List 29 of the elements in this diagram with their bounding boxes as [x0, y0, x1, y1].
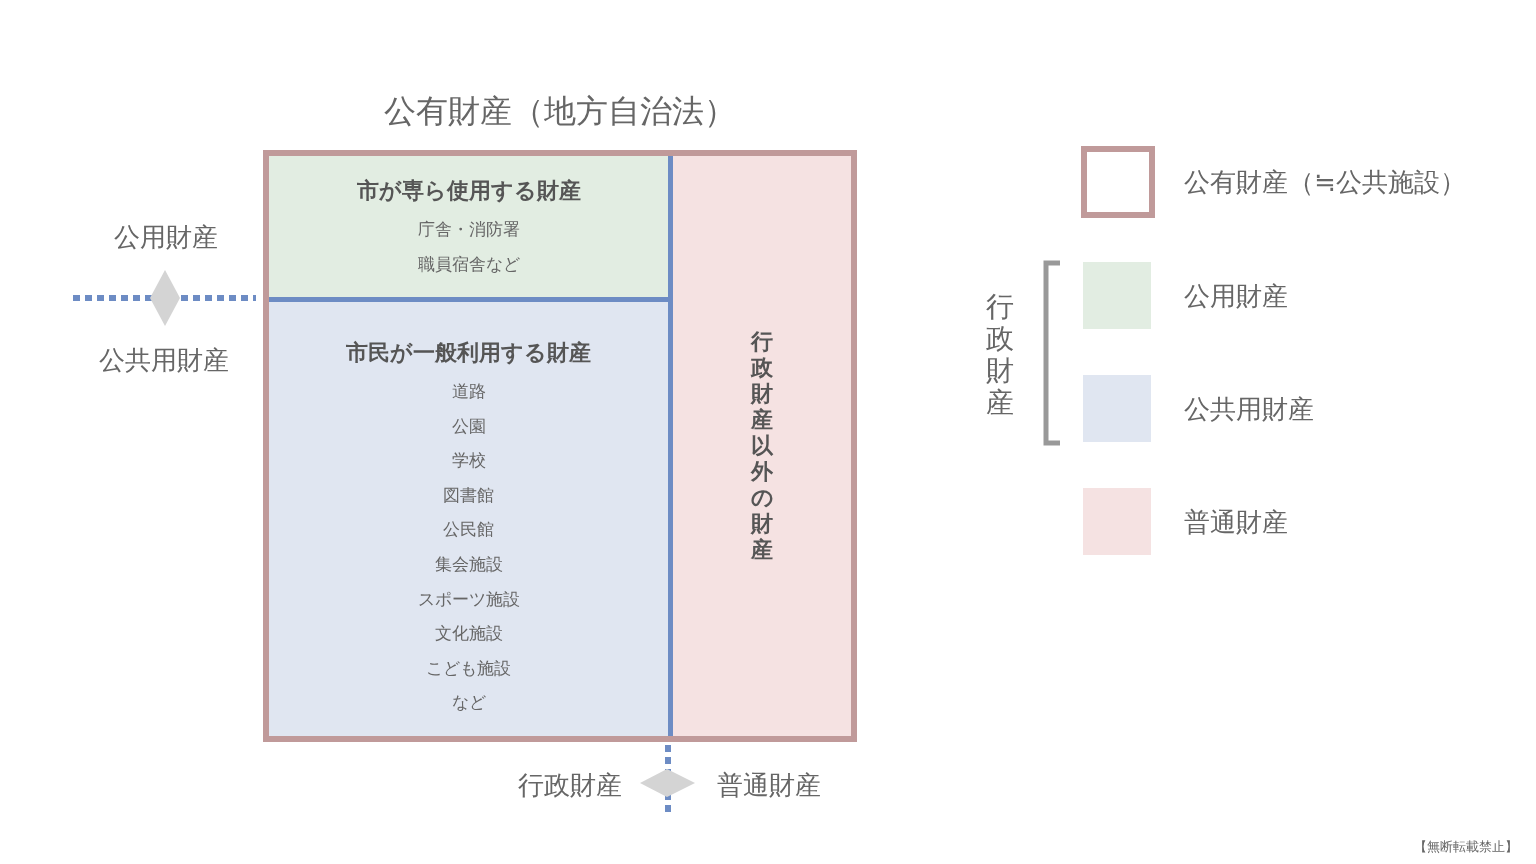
- copyright-note: 【無断転載禁止】: [1414, 838, 1518, 856]
- list-item: 図書館: [443, 483, 494, 507]
- divider-label: 公用財産: [114, 220, 218, 254]
- box-heading: 市民が一般利用する財産: [346, 339, 591, 367]
- legend-text: 普通財産: [1184, 505, 1288, 539]
- legend-text: 公有財産（≒公共施設）: [1184, 165, 1466, 199]
- divider-label: 普通財産: [717, 768, 821, 802]
- list-item: 道路: [451, 380, 486, 403]
- divider-label: 行政財産: [518, 768, 622, 802]
- list-item: こども施設: [426, 656, 511, 680]
- category-box: [673, 156, 851, 736]
- category-box: [269, 156, 668, 297]
- list-item: スポーツ施設: [417, 587, 520, 611]
- box-heading: 市が専ら使用する財産: [356, 177, 581, 205]
- divider-label: 公共用財産: [99, 343, 229, 377]
- list-item: など: [451, 691, 486, 715]
- category-box: [269, 302, 668, 736]
- list-item: 庁舎・消防署: [417, 218, 520, 241]
- list-item: 集会施設: [434, 552, 503, 576]
- diagram-heading: 公有財産（地方自治法）: [383, 91, 737, 132]
- list-item: 公園: [451, 414, 486, 438]
- list-item: 文化施設: [434, 622, 503, 646]
- bracket-label: 行政財産: [986, 291, 1014, 419]
- list-item: 学校: [451, 449, 486, 473]
- list-item: 公民館: [443, 518, 494, 542]
- legend-text: 公共用財産: [1184, 392, 1314, 426]
- box-heading: 行政財産以外の財産: [751, 329, 773, 563]
- legend-text: 公用財産: [1184, 279, 1288, 313]
- list-item: 職員宿舎など: [417, 252, 520, 276]
